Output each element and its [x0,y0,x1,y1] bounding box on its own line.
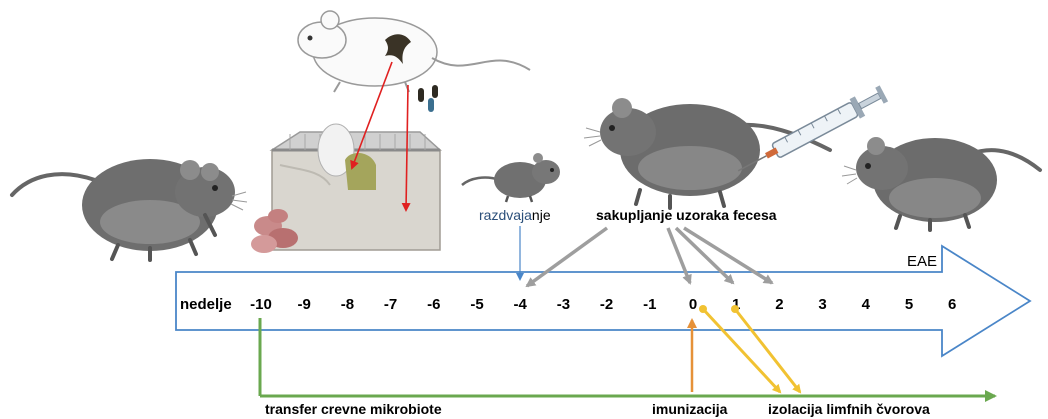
week-tick-label: -1 [643,296,656,313]
rat-injected-icon [584,98,830,208]
week-tick-label: 3 [818,296,826,313]
separation-label: razdvajanje [479,207,551,223]
rat-right-icon [842,137,1040,230]
week-tick-label: -8 [341,296,354,313]
week-tick-label: -2 [600,296,613,313]
lymph-isolation-label: izolacija limfnih čvorova [768,401,930,417]
week-tick-label: 0 [689,296,697,313]
week-tick-label: -9 [298,296,311,313]
rat-small-icon [462,153,560,202]
timeline-unit-label: nedelje [180,296,232,313]
week-tick-label: 2 [775,296,783,313]
immunization-label: imunizacija [652,401,728,417]
eae-label: EAE [907,253,937,270]
separation-label-suffix: nje [532,207,551,223]
transfer-label: transfer crevne mikrobiote [265,401,442,417]
week-tick-label: -6 [427,296,440,313]
week-tick-label: -4 [514,296,528,313]
week-tick-label: 4 [862,296,871,313]
cage-icon [272,124,440,250]
week-tick-label: 5 [905,296,913,313]
week-tick-label: -3 [557,296,570,313]
rat-left-icon [12,159,247,260]
week-tick-label: 6 [948,296,956,313]
week-tick-label: -10 [250,296,272,313]
week-tick-label: -5 [470,296,483,313]
rat-above-icon [298,11,530,112]
separation-label-main: razdvaja [479,207,532,223]
feces-label: sakupljanje uzoraka fecesa [596,207,777,223]
week-tick-label: -7 [384,296,397,313]
